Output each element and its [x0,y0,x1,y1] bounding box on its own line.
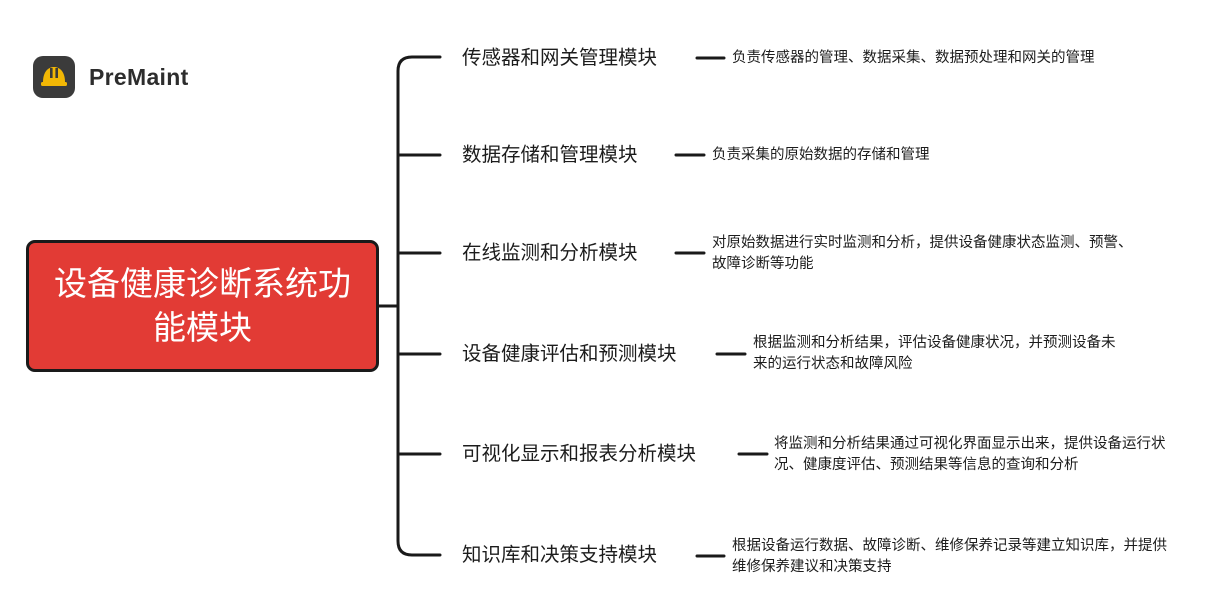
branch-title-2: 数据存储和管理模块 [462,143,638,166]
branch-title-3: 在线监测和分析模块 [462,241,638,264]
branch-desc-4: 根据监测和分析结果，评估设备健康状况，并预测设备未来的运行状态和故障风险 [753,335,1116,372]
brand-logo: PreMaint [33,56,189,98]
branch-desc-5: 将监测和分析结果通过可视化界面显示出来，提供设备运行状况、健康度评估、预测结果等… [774,436,1166,473]
branch-title-4: 设备健康评估和预测模块 [462,342,677,365]
branch-desc-2: 负责采集的原始数据的存储和管理 [712,147,930,163]
root-node: 设备健康诊断系统功能模块 [26,240,379,372]
branch-title-5: 可视化显示和报表分析模块 [462,442,697,465]
branch-title-1: 传感器和网关管理模块 [462,46,658,69]
branch-desc-3: 对原始数据进行实时监测和分析，提供设备健康状态监测、预警、故障诊断等功能 [712,235,1133,272]
branch-title-6: 知识库和决策支持模块 [462,543,658,566]
hard-hat-icon [33,56,75,98]
branch-desc-6: 根据设备运行数据、故障诊断、维修保养记录等建立知识库，并提供维修保养建议和决策支… [732,538,1167,575]
main-bracket [396,55,442,557]
root-title: 设备健康诊断系统功能模块 [54,264,351,347]
branch-desc-1: 负责传感器的管理、数据采集、数据预处理和网关的管理 [732,50,1095,66]
brand-name: PreMaint [89,63,189,90]
